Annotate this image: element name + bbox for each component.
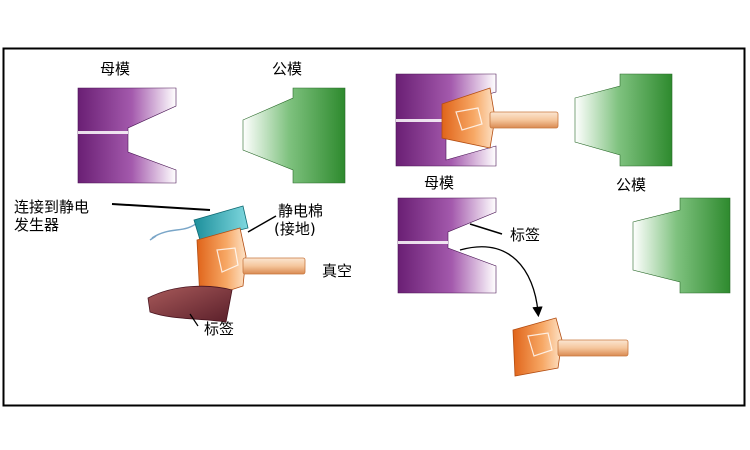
female-mold-4 [397, 197, 497, 294]
male-mold-3 [574, 73, 673, 167]
electrode-label-line1: 静电棉 [278, 202, 323, 220]
vacuum-rod-3 [489, 111, 559, 129]
label-right-text: 标签 [510, 226, 540, 244]
label-right-leader [469, 223, 503, 235]
female-mold-1 [77, 87, 177, 184]
female-mold-2-label: 母模 [424, 174, 454, 192]
male-mold-1-label: 公模 [272, 60, 302, 78]
electrode-leader-line [247, 215, 277, 233]
electrode-pad [193, 205, 249, 241]
static-generator-wire [149, 221, 199, 241]
label-strip [147, 285, 233, 323]
female-mold-1-label: 母模 [100, 60, 130, 78]
label-bottom-text: 标签 [204, 320, 234, 338]
male-mold-1 [242, 87, 346, 184]
vacuum-rod-4 [557, 339, 629, 357]
generator-label-line2: 发生器 [14, 216, 59, 234]
label-insert-3 [441, 87, 496, 149]
male-mold-2-label: 公模 [616, 176, 646, 194]
generator-leader-line [111, 203, 211, 211]
label-bottom-leader [189, 313, 199, 327]
vacuum-label: 真空 [322, 262, 352, 280]
generator-label-line1: 连接到静电 [14, 198, 89, 216]
transfer-arrow [459, 246, 543, 318]
electrode-label-line2: (接地) [274, 220, 316, 238]
vacuum-rod-2 [242, 257, 306, 275]
male-mold-4 [632, 197, 731, 294]
